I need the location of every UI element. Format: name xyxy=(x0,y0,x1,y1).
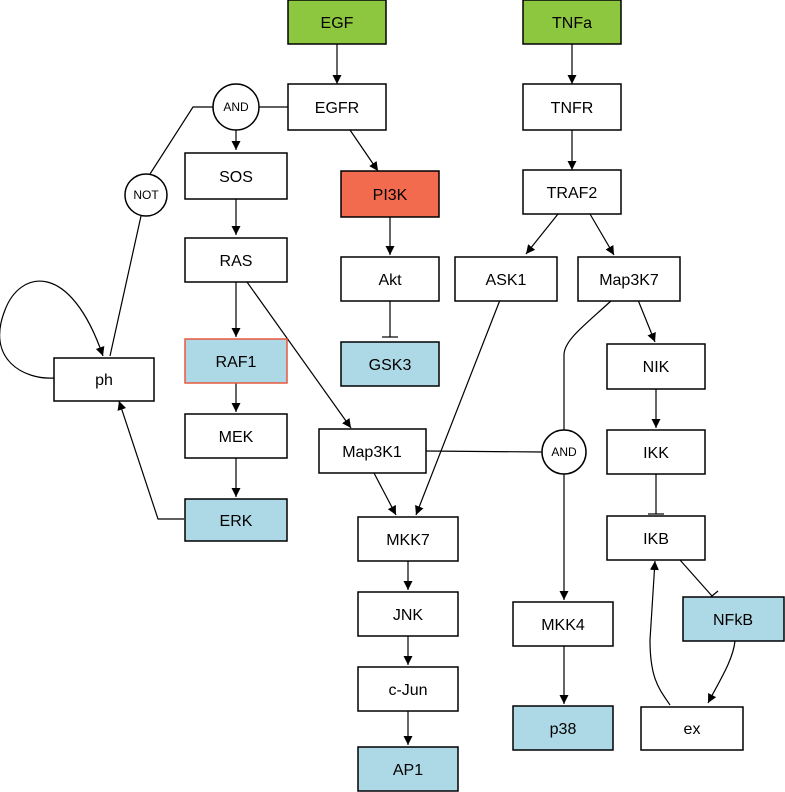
node-egf[interactable]: EGF xyxy=(287,0,387,45)
node-label: RAS xyxy=(220,253,253,270)
gates: AND NOT AND xyxy=(124,83,587,475)
node-erk[interactable]: ERK xyxy=(184,498,288,542)
node-ikb[interactable]: IKB xyxy=(606,515,706,561)
edge-ph-selfloop xyxy=(0,280,105,379)
node-sos[interactable]: SOS xyxy=(184,152,288,200)
node-tnfa[interactable]: TNFa xyxy=(522,0,622,45)
node-ex[interactable]: ex xyxy=(640,706,744,751)
gate-and-mid[interactable]: AND xyxy=(541,429,587,475)
edge-ras-map3k1 xyxy=(246,281,352,429)
edges xyxy=(0,44,736,745)
node-label: TNFR xyxy=(551,100,594,117)
node-raf1[interactable]: RAF1 xyxy=(184,338,288,384)
node-mkk4[interactable]: MKK4 xyxy=(512,601,614,647)
node-egfr[interactable]: EGFR xyxy=(287,83,387,131)
node-ask1[interactable]: ASK1 xyxy=(454,256,558,302)
node-label: NIK xyxy=(643,359,670,376)
edge-map3k1-and xyxy=(425,450,543,453)
node-label: SOS xyxy=(219,169,253,186)
edge-erk-ph xyxy=(117,400,184,520)
node-ph[interactable]: ph xyxy=(53,357,155,402)
node-label: MKK4 xyxy=(541,617,585,634)
node-label: TNFa xyxy=(552,15,592,32)
node-nfkb[interactable]: NFkB xyxy=(682,596,785,642)
node-map3k1[interactable]: Map3K1 xyxy=(318,428,427,474)
node-label: TRAF2 xyxy=(547,185,598,202)
node-label: NFkB xyxy=(713,612,753,629)
gate-and-top[interactable]: AND xyxy=(212,83,260,131)
node-map3k7[interactable]: Map3K7 xyxy=(577,256,681,302)
node-traf2[interactable]: TRAF2 xyxy=(522,169,622,215)
node-label: ex xyxy=(684,721,701,738)
node-mek[interactable]: MEK xyxy=(184,413,288,459)
node-pi3k[interactable]: PI3K xyxy=(340,170,440,218)
node-label: AP1 xyxy=(393,762,423,779)
nodes: EGF TNFa EGFR TNFR SOS PI3K TRAF2 RAS xyxy=(53,0,785,792)
node-label: PI3K xyxy=(373,187,408,204)
edge-map3k7-nik xyxy=(637,299,656,343)
edge-egfr-pi3k xyxy=(349,129,379,172)
node-label: p38 xyxy=(550,721,577,738)
node-label: EGFR xyxy=(315,100,359,117)
node-label: Map3K7 xyxy=(599,272,659,289)
node-nik[interactable]: NIK xyxy=(606,343,706,390)
node-ap1[interactable]: AP1 xyxy=(357,746,459,792)
node-label: ph xyxy=(95,372,113,389)
edge-ph-not xyxy=(109,215,142,357)
node-label: Map3K1 xyxy=(342,444,402,461)
edge-traf2-map3k7 xyxy=(589,213,615,256)
node-label: JNK xyxy=(393,607,424,624)
node-tnfr[interactable]: TNFR xyxy=(522,83,622,131)
node-ras[interactable]: RAS xyxy=(184,237,288,283)
edge-ex-ikb xyxy=(649,560,671,706)
edge-map3k7-and xyxy=(563,299,613,430)
gate-not[interactable]: NOT xyxy=(124,173,168,217)
node-label: MKK7 xyxy=(386,532,430,549)
node-akt[interactable]: Akt xyxy=(340,256,440,302)
node-cjun[interactable]: c-Jun xyxy=(357,666,459,712)
edge-not-and xyxy=(149,106,213,175)
node-label: IKK xyxy=(643,445,669,462)
gate-label: AND xyxy=(551,445,577,459)
node-gsk3[interactable]: GSK3 xyxy=(340,341,440,387)
edge-nfkb-ex xyxy=(707,640,736,704)
gate-label: NOT xyxy=(133,188,159,202)
node-label: Akt xyxy=(378,272,402,289)
edge-ask1-mkk7 xyxy=(415,299,501,516)
node-label: RAF1 xyxy=(216,354,257,371)
node-label: ASK1 xyxy=(486,272,527,289)
node-label: c-Jun xyxy=(388,682,427,699)
node-mkk7[interactable]: MKK7 xyxy=(357,516,459,562)
node-label: ERK xyxy=(220,513,253,530)
edge-ikb-nfkb xyxy=(679,559,713,597)
edge-map3k1-mkk7 xyxy=(373,472,397,516)
node-label: MEK xyxy=(219,429,254,446)
node-label: EGF xyxy=(321,15,354,32)
node-jnk[interactable]: JNK xyxy=(357,591,459,637)
edge-traf2-ask1 xyxy=(525,213,559,255)
node-label: IKB xyxy=(643,531,669,548)
node-p38[interactable]: p38 xyxy=(512,705,614,751)
gate-label: AND xyxy=(223,100,249,114)
node-ikk[interactable]: IKK xyxy=(606,429,706,475)
node-label: GSK3 xyxy=(369,357,412,374)
